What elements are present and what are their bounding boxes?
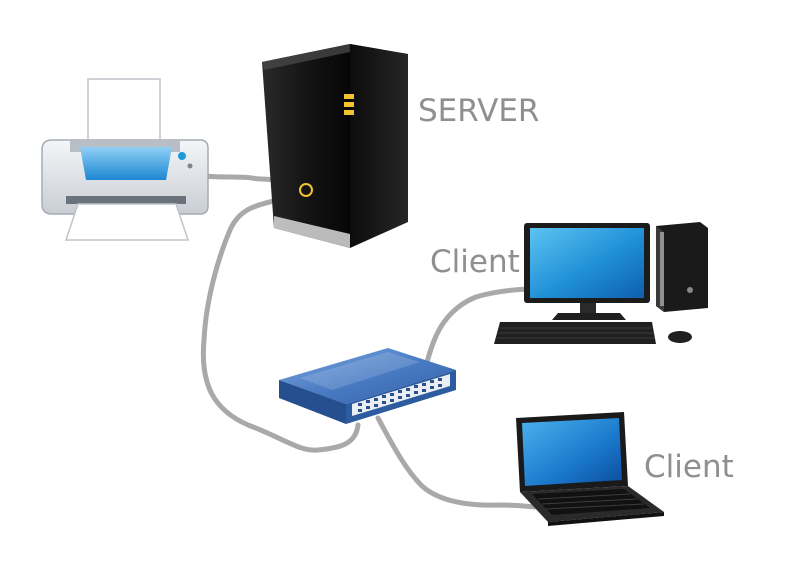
network-switch-icon (279, 348, 456, 424)
power-button-icon (299, 183, 313, 197)
cable-printer-server (201, 173, 281, 184)
printer-icon (41, 78, 209, 241)
server-led (344, 110, 354, 115)
cable-server-switch (200, 197, 361, 453)
server-led (344, 94, 354, 99)
desktop-computer-icon (494, 222, 708, 344)
server-led (344, 102, 354, 107)
client-laptop-label: Client (644, 449, 734, 485)
laptop-icon (516, 412, 664, 526)
switch-ports (358, 378, 442, 412)
cable-switch-laptop (375, 415, 538, 510)
tower-server-icon (262, 44, 408, 248)
client-desktop-label: Client (430, 244, 520, 280)
server-label: SERVER (418, 93, 539, 129)
